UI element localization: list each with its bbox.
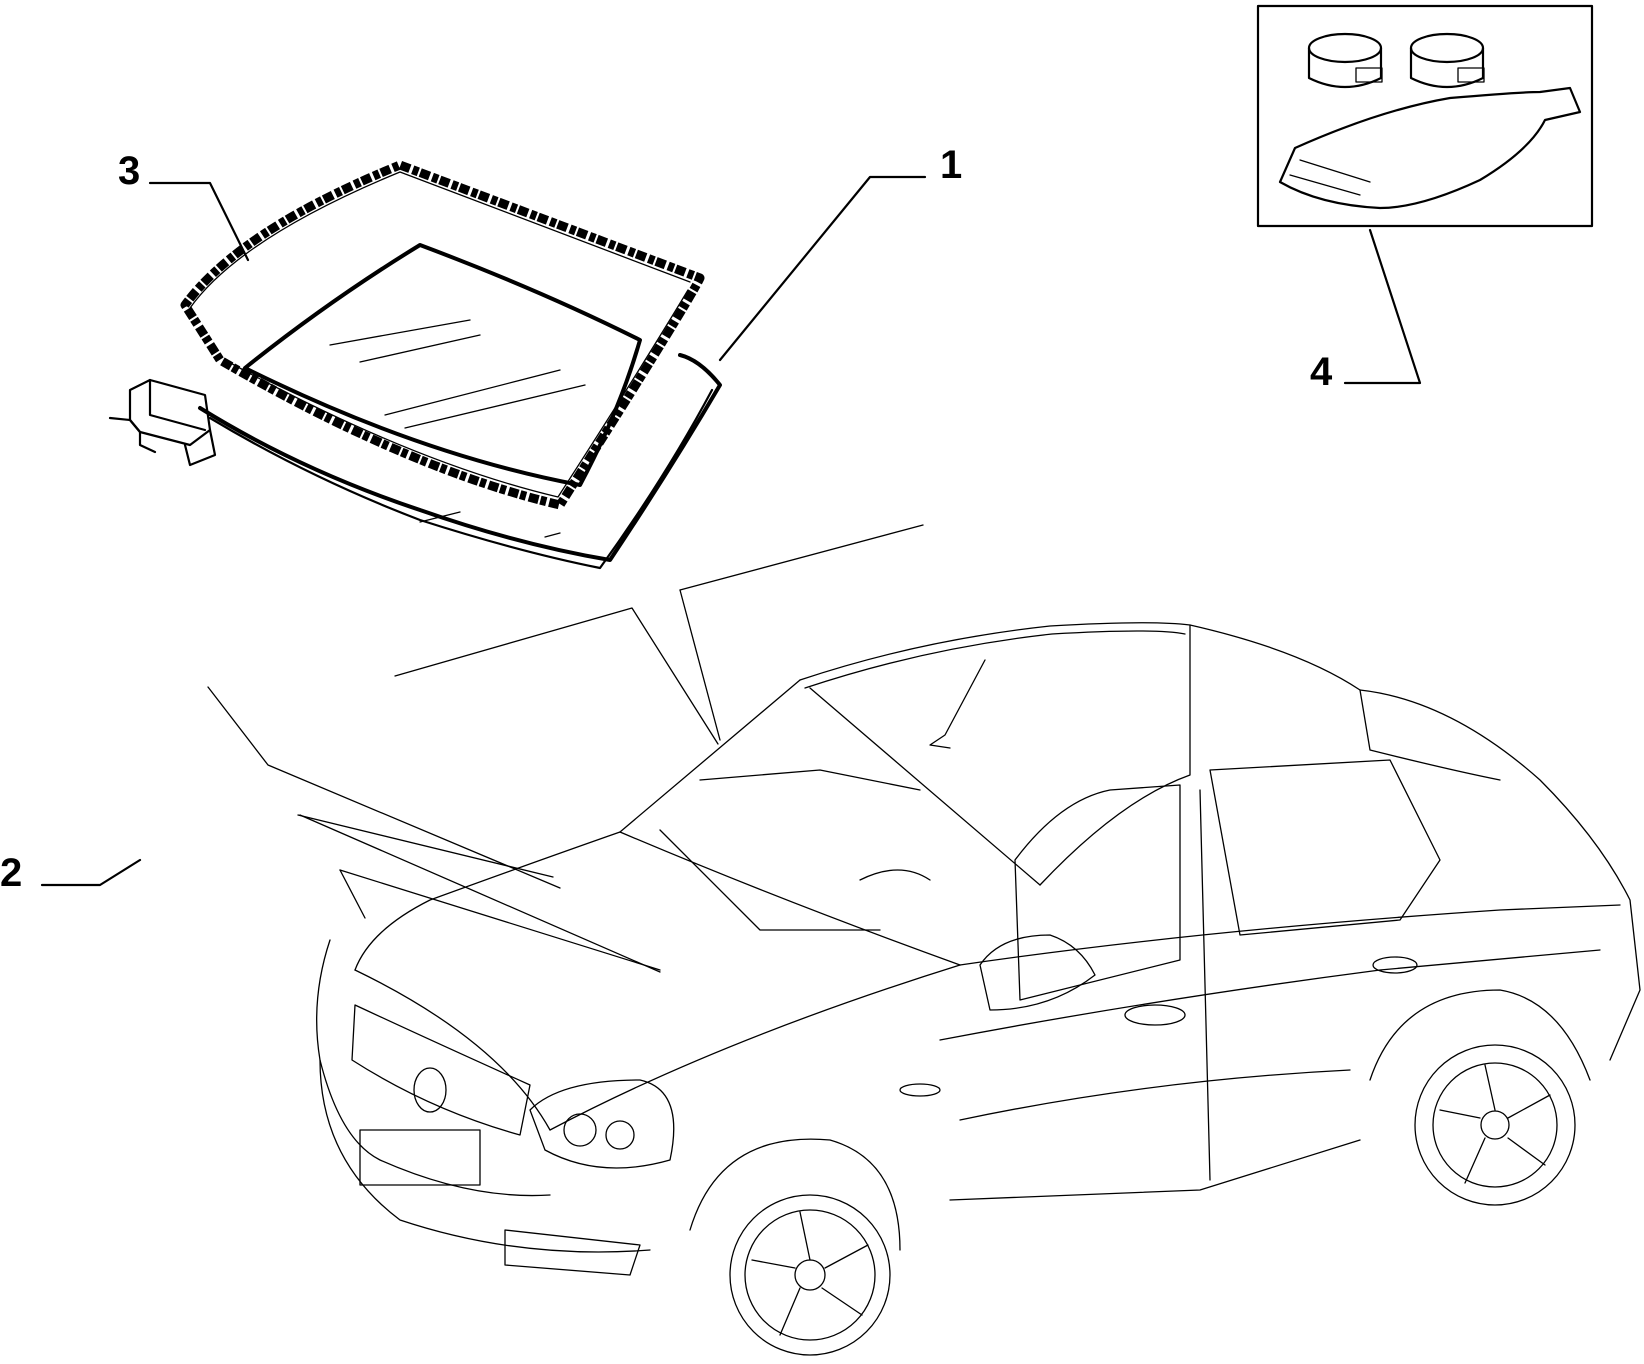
windscreen-glass[interactable] — [198, 243, 722, 570]
mirror-bracket[interactable] — [108, 378, 217, 467]
rear-wheel — [1369, 989, 1591, 1206]
callout-3: 3 — [118, 149, 140, 193]
callout-2: 2 — [0, 851, 22, 895]
front-wheel — [689, 1138, 901, 1356]
car-illustration — [316, 622, 1641, 1356]
callout-4: 4 — [1310, 350, 1333, 394]
adhesive-kit[interactable] — [1256, 4, 1594, 228]
projection-lines — [207, 524, 924, 973]
leader-lines — [40, 175, 1422, 887]
callout-1: 1 — [940, 143, 962, 187]
windscreen-seal[interactable] — [180, 160, 705, 510]
